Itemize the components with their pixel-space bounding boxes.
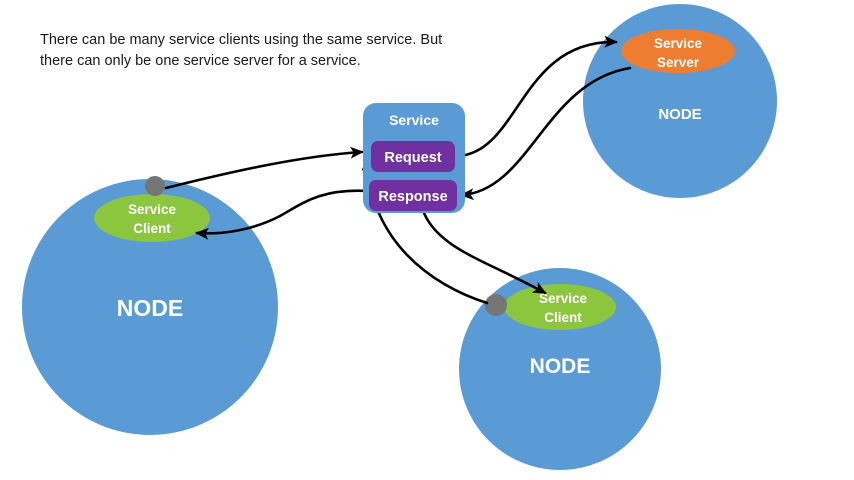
response-chip[interactable] xyxy=(369,180,457,211)
arrow-left-client-to-request xyxy=(164,146,364,190)
service-server-ellipse[interactable] xyxy=(621,29,735,73)
service-client-bottom-label-line1: Service xyxy=(539,291,588,306)
service-client-bottom-label-line2: Client xyxy=(544,310,582,325)
node-bottom-client-label: NODE xyxy=(530,355,591,378)
arrow-response-to-left-client xyxy=(195,189,370,240)
service-client-left-label-line2: Client xyxy=(133,221,171,236)
node-left-client-label: NODE xyxy=(117,295,183,321)
arrow-server-to-response xyxy=(460,66,632,201)
arrow-request-to-server xyxy=(456,35,618,158)
caption-line-2: there can only be one service server for… xyxy=(40,53,361,69)
service-client-bottom-ellipse[interactable] xyxy=(504,284,616,330)
service-client-left-ellipse[interactable] xyxy=(94,194,210,242)
service-client-left-label-line1: Service xyxy=(128,202,177,217)
request-chip-label: Request xyxy=(384,150,441,166)
response-chip-label: Response xyxy=(378,189,447,205)
arrow-response-to-bottom-client xyxy=(422,211,547,295)
node-left-client[interactable]: NODE Service Client xyxy=(22,176,278,435)
service-box[interactable]: Service Request Response xyxy=(363,103,465,213)
node-bottom-client-circle xyxy=(459,268,661,470)
service-box-title: Service xyxy=(389,112,439,128)
caption-line-1: There can be many service clients using … xyxy=(40,32,442,48)
service-server-label-line1: Service xyxy=(654,36,703,51)
node-server[interactable]: NODE Service Server xyxy=(583,4,777,198)
connector-dot-bottom-client[interactable] xyxy=(485,294,507,316)
service-server-label-line2: Server xyxy=(657,55,700,70)
request-chip[interactable] xyxy=(371,141,455,172)
node-left-client-circle xyxy=(22,179,278,435)
connector-dot-left-client[interactable] xyxy=(145,176,165,196)
node-server-label: NODE xyxy=(658,106,701,123)
node-bottom-client[interactable]: NODE Service Client xyxy=(459,268,661,470)
